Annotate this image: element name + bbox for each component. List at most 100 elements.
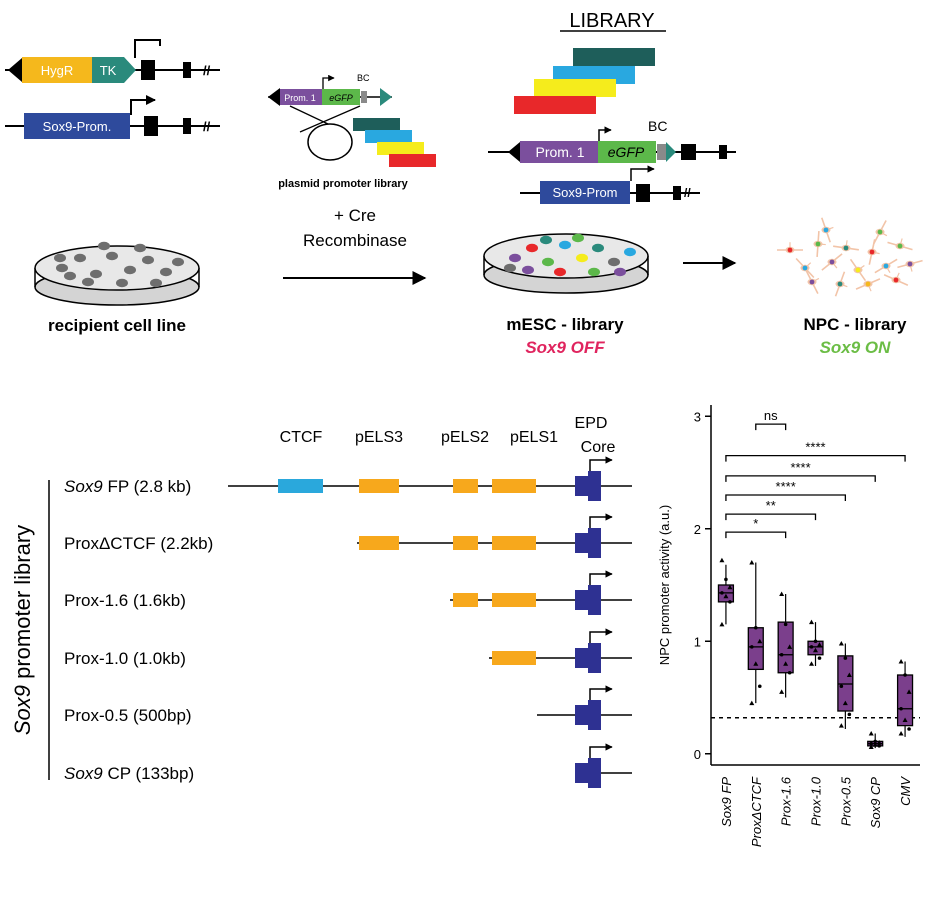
data-point [906, 689, 912, 694]
neuron-nucleus [829, 259, 835, 265]
neuron-nucleus [893, 277, 899, 283]
data-point [753, 661, 759, 666]
significance-label: ** [766, 498, 776, 513]
cell [54, 253, 66, 263]
pels1-element [492, 651, 536, 665]
neuron-nucleus [877, 229, 883, 235]
neuron-nucleus [883, 263, 889, 269]
tss-arrow [589, 628, 613, 643]
x-tick-label: CMV [898, 776, 913, 806]
data-point [809, 661, 814, 666]
pels3-element [359, 536, 399, 550]
data-point [779, 652, 784, 657]
sox9-prom-label: Sox9-Prom. [43, 119, 112, 134]
promoter-library-panel: Sox9 promoter library CTCF pELS3 pELS2 p… [10, 415, 632, 788]
promoter-row: Sox9 FP (2.8 kb) [64, 456, 632, 501]
core-element [588, 700, 601, 730]
significance-bracket [725, 513, 817, 521]
data-point [872, 742, 878, 747]
data-point [809, 645, 814, 649]
element-epd-label-2: Core [581, 439, 616, 456]
x-tick-label: Sox9 FP [719, 777, 734, 827]
cell [592, 243, 604, 253]
mesc-sox9-off: Sox9 OFF [525, 338, 605, 357]
pels2-element [453, 479, 478, 493]
data-point [869, 741, 874, 746]
y-tick-label: 2 [694, 522, 701, 537]
core-element [588, 643, 601, 673]
cre-label-2: Recombinase [303, 231, 407, 250]
significance-bracket [725, 475, 876, 482]
cell [608, 257, 620, 267]
data-point [787, 670, 792, 675]
data-point [813, 647, 818, 653]
cell [150, 278, 162, 288]
data-point [728, 600, 732, 604]
neuron-nucleus [897, 243, 903, 249]
pels3-element [359, 479, 399, 493]
pels1-element [492, 593, 536, 607]
neuron-nucleus [837, 281, 843, 287]
x-tick-label: Prox-1.6 [779, 776, 794, 826]
plasmid-caption: plasmid promoter library [278, 178, 408, 190]
data-point [817, 642, 822, 647]
cell [588, 267, 600, 277]
significance-label: ns [764, 408, 778, 423]
cell [522, 265, 534, 275]
element-pels1-label: pELS1 [510, 429, 558, 446]
neuron-nucleus [869, 249, 875, 255]
data-point [839, 684, 844, 689]
cell [624, 247, 636, 257]
ctcf-element [278, 479, 323, 493]
promoter-row: Prox-1.6 (1.6kb) [64, 570, 632, 615]
core-element [588, 585, 601, 615]
promoter-row: Sox9 CP (133bp) [64, 743, 632, 788]
cell [64, 271, 76, 281]
data-point [787, 644, 793, 649]
promoter-row-label: Prox-1.6 (1.6kb) [64, 591, 186, 610]
library-construct: LIBRARY Prom. 1 eGFP BC Sox9-Prom // [488, 10, 736, 204]
data-point [868, 744, 874, 749]
data-point [817, 656, 822, 660]
cell [74, 253, 86, 263]
cre-label-1: + Cre [334, 206, 376, 225]
cell [542, 257, 554, 267]
tss-arrow [589, 743, 613, 758]
promoter-row-label: Sox9 FP (2.8 kb) [64, 477, 191, 496]
cell [142, 255, 154, 265]
data-point [749, 560, 755, 565]
pels1-element [492, 479, 536, 493]
sox9-prom-block [24, 113, 130, 139]
petri-dish-recipient [34, 241, 200, 306]
tss-arrow [589, 456, 613, 471]
core-element [575, 648, 588, 668]
data-point [723, 593, 729, 599]
neuron-nucleus [843, 245, 849, 251]
cell [509, 253, 521, 263]
cell [90, 269, 102, 279]
svg-text://: // [203, 63, 211, 78]
data-point [749, 645, 754, 649]
data-point [876, 740, 882, 745]
data-point [719, 621, 725, 627]
cell [526, 243, 538, 253]
core-element [575, 590, 588, 610]
data-point [846, 672, 852, 677]
recipient-construct-hygr: HygR TK // [5, 39, 220, 83]
npc-label: NPC - library [804, 315, 908, 334]
tss-arrow [589, 685, 613, 700]
cell [116, 278, 128, 288]
data-point [813, 639, 818, 644]
petri-dish-mesc [483, 233, 649, 294]
cell [124, 265, 136, 275]
element-pels3-label: pELS3 [355, 429, 403, 446]
data-point [898, 731, 904, 736]
recipient-label: recipient cell line [48, 316, 186, 335]
data-point [847, 712, 852, 717]
data-point [719, 557, 725, 563]
significance-label: **** [790, 460, 810, 475]
promoter-row: Prox-0.5 (500bp) [64, 685, 632, 730]
hygr-label: HygR [41, 63, 74, 78]
